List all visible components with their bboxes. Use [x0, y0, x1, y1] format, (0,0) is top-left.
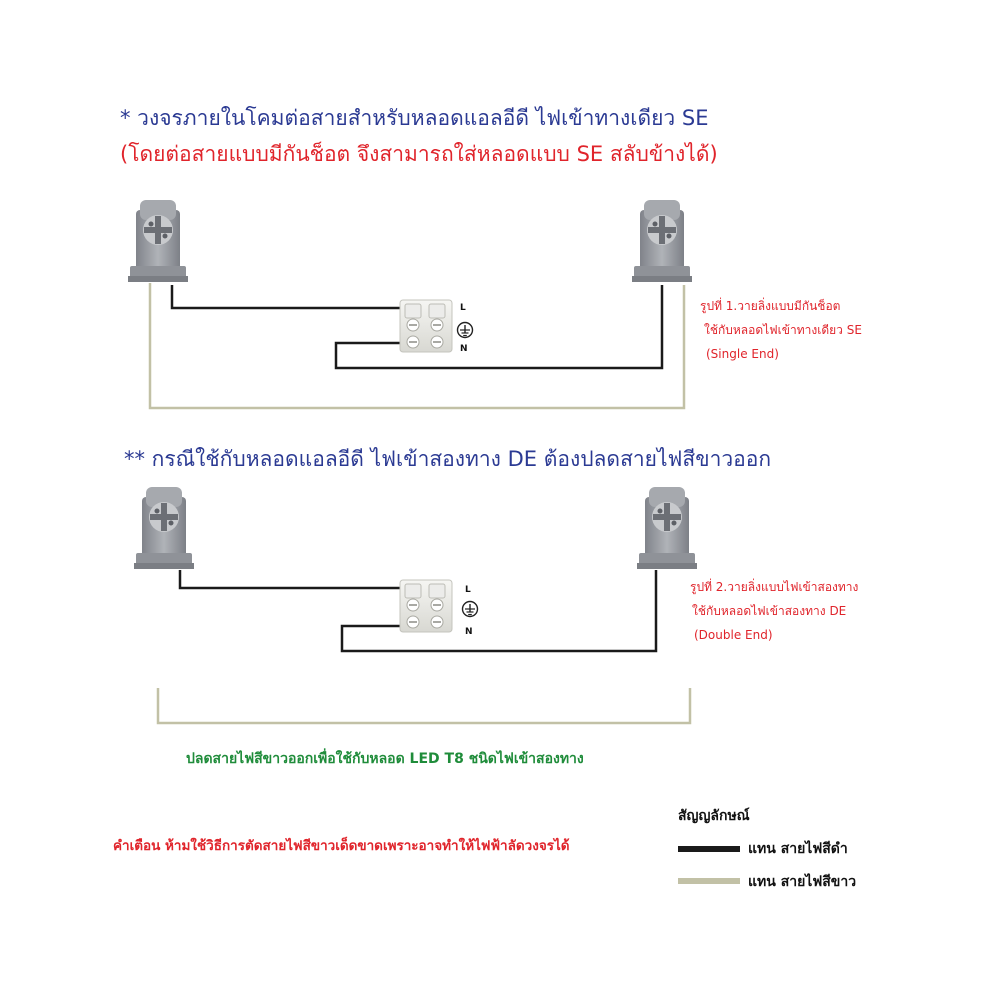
lamp-socket-right-2 [637, 487, 697, 569]
terminal-label-n-2: N [465, 627, 473, 637]
figure2-note-line3: (Double End) [694, 628, 773, 642]
black-wire-2b [340, 570, 658, 653]
section2-title: ** กรณีใช้กับหลอดแอลอีดี ไฟเข้าสองทาง DE… [124, 447, 772, 471]
section1-subtitle: (โดยต่อสายแบบมีกันช็อต จึงสามารถใส่หลอดแ… [120, 142, 718, 166]
warning-text: คำเตือน ห้ามใช้วิธีการตัดสายไฟสีขาวเด็ดข… [113, 838, 570, 854]
legend-white-swatch [678, 878, 740, 884]
section1-title: * วงจรภายในโคมต่อสายสำหรับหลอดแอลอีดี ไฟ… [120, 106, 709, 130]
figure2-note-line2: ใช้กับหลอดไฟเข้าสองทาง DE [692, 604, 847, 618]
figure1-note-line1: รูปที่ 1.วายลิ่งแบบมีกันช็อต [700, 299, 841, 313]
terminal-label-n-1: N [460, 344, 468, 354]
legend-title: สัญญลักษณ์ [678, 808, 750, 824]
figure1-note-line3: (Single End) [706, 347, 779, 361]
lamp-socket-left-1 [128, 200, 188, 282]
ground-icon-2 [461, 600, 479, 618]
figure2-note: รูปที่ 2.วายลิ่งแบบไฟเข้าสองทาง ใช้กับหล… [690, 575, 858, 647]
removed-wire-caption: ปลดสายไฟสีขาวออกเพื่อใช้กับหลอด LED T8 ช… [186, 751, 584, 767]
figure1-note: รูปที่ 1.วายลิ่งแบบมีกันช็อต ใช้กับหลอดไ… [700, 294, 862, 366]
terminal-label-l-1: L [460, 303, 466, 313]
legend-white-label: แทน สายไฟสีขาว [748, 874, 857, 890]
black-wire-2a [178, 570, 402, 590]
lamp-socket-right-1 [632, 200, 692, 282]
terminal-block-1 [399, 299, 453, 353]
legend-black-swatch [678, 846, 740, 852]
terminal-label-l-2: L [465, 585, 471, 595]
black-wire-1a [170, 285, 402, 310]
white-wire-1 [148, 283, 686, 410]
ground-icon-1 [456, 321, 474, 339]
black-wire-1b [334, 285, 664, 370]
figure1-note-line2: ใช้กับหลอดไฟเข้าทางเดียว SE [704, 323, 862, 337]
legend-black-label: แทน สายไฟสีดำ [748, 841, 848, 857]
lamp-socket-left-2 [134, 487, 194, 569]
terminal-block-2 [399, 579, 453, 633]
removed-white-wire [156, 688, 692, 725]
figure2-note-line1: รูปที่ 2.วายลิ่งแบบไฟเข้าสองทาง [690, 580, 859, 594]
